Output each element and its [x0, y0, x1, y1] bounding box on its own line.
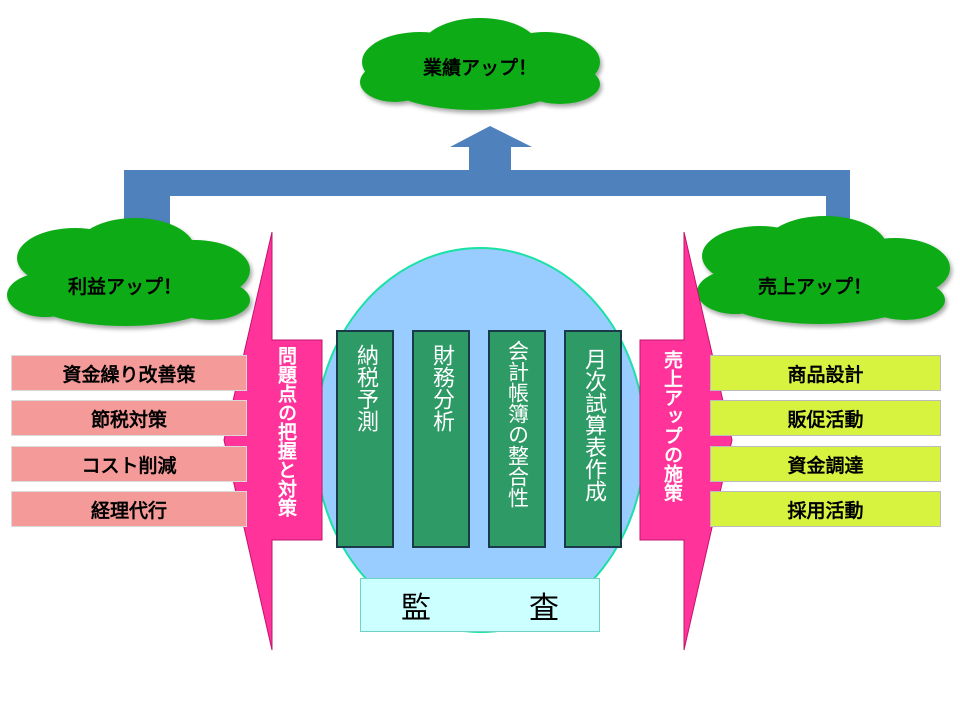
right-item: 資金調達: [710, 446, 941, 482]
top-goal-label: 業績アップ！: [422, 57, 537, 79]
merge-arrow: [124, 126, 850, 224]
left-goal-label: 利益アップ！: [67, 276, 182, 298]
right-item: 商品設計: [710, 355, 941, 391]
pillar-label: 納税予測: [353, 344, 378, 432]
left-item: 節税対策: [11, 400, 247, 436]
right-item: 採用活動: [710, 491, 941, 527]
foundation-box: 監 査: [360, 578, 600, 632]
cloud-top: [360, 18, 600, 110]
pillar-label: 会計帳簿の整合性: [505, 340, 530, 508]
pillar: 会計帳簿の整合性: [488, 330, 546, 548]
left-item: コスト削減: [11, 446, 247, 482]
pillar: 月次試算表作成: [564, 330, 622, 548]
left-arrow-label: 問題点の把握と対策: [275, 346, 297, 517]
pillar-label: 財務分析: [429, 344, 454, 432]
pillar-label: 月次試算表作成: [581, 348, 606, 502]
right-goal-label: 売上アップ！: [757, 276, 872, 298]
pillar: 納税予測: [336, 330, 394, 548]
left-item: 経理代行: [11, 491, 247, 527]
right-arrow-label: 売上アップの施策: [661, 350, 683, 502]
cloud-right: [697, 216, 950, 324]
left-item: 資金繰り改善策: [11, 355, 247, 391]
cloud-left: [7, 218, 250, 326]
right-item: 販促活動: [710, 400, 941, 436]
pillar: 財務分析: [412, 330, 470, 548]
